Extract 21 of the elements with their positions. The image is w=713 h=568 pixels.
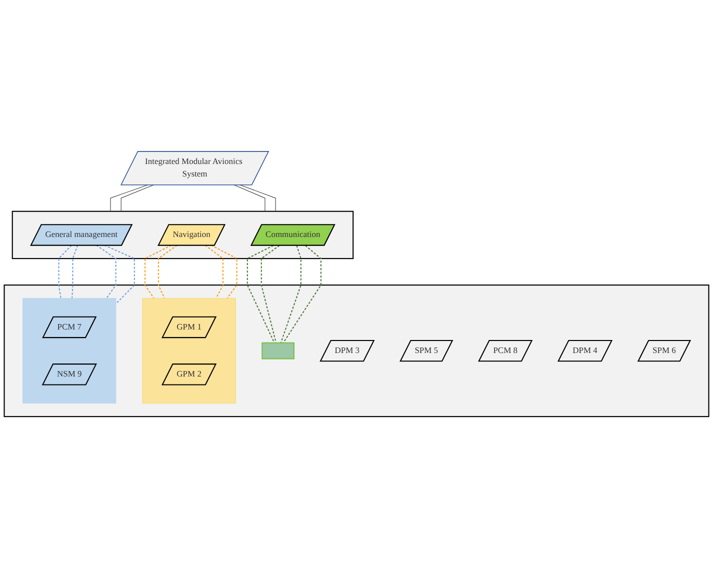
connector (211, 244, 238, 299)
connector (205, 244, 224, 299)
node-box (262, 342, 294, 360)
connector (158, 244, 178, 299)
connector (120, 184, 154, 212)
cluster (12, 210, 354, 260)
cluster (22, 298, 116, 404)
connector (246, 245, 275, 344)
connector (280, 245, 302, 344)
connector (234, 184, 266, 212)
connector (96, 244, 116, 299)
connector (282, 245, 322, 344)
connector (260, 245, 280, 343)
connector (110, 184, 148, 212)
connector (58, 244, 72, 298)
connector (144, 244, 172, 299)
connector (104, 244, 135, 304)
connector (240, 184, 276, 212)
cluster (4, 284, 710, 418)
cluster (142, 298, 236, 404)
connector (72, 245, 78, 298)
